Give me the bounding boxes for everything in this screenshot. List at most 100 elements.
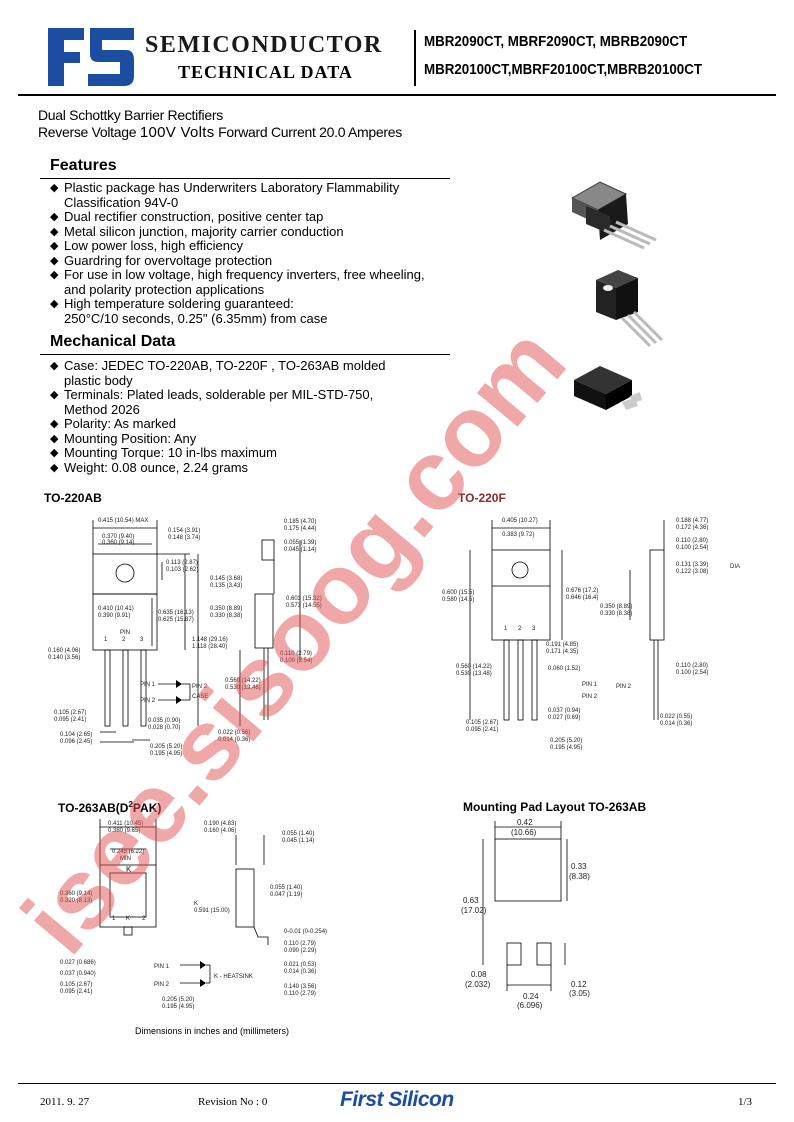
dim-label: 0.160 (4.06) bbox=[48, 648, 80, 654]
dim-label: 0.185 (4.70) bbox=[284, 519, 316, 525]
bullet-diamond-icon: ◆ bbox=[50, 461, 59, 474]
footer-page-number: 1/3 bbox=[738, 1096, 753, 1108]
dim-label: (17.02) bbox=[461, 906, 487, 915]
footer-date: 2011. 9. 27 bbox=[40, 1096, 90, 1108]
dim-label: 0.095 (2.41) bbox=[60, 989, 92, 995]
dim-label: 0.603 (15.32) bbox=[286, 596, 322, 602]
dim-label: 0.014 (0.36) bbox=[218, 737, 250, 743]
list-item: ◆Terminals: Plated leads, solderable per… bbox=[50, 387, 374, 402]
dim-label: 0.350 (8.89) bbox=[600, 604, 632, 610]
dim-label: 0.110 (2.79) bbox=[284, 991, 316, 997]
reverse-voltage-value: 100V Volts bbox=[139, 124, 215, 141]
heatsink-label: K - HEATSINK bbox=[214, 974, 253, 980]
dim-label: 0.100 (2.54) bbox=[676, 545, 708, 551]
bullet-diamond-icon: ◆ bbox=[50, 211, 59, 223]
dim-label: 0.188 (4.77) bbox=[676, 518, 708, 524]
pin-number-2: 2 bbox=[142, 916, 146, 922]
to220f-drawing: 0.405 (10.27) 0.383 (9.72) 0.188 (4.77) … bbox=[442, 518, 740, 751]
list-item: ◆Weight: 0.08 ounce, 2.24 grams bbox=[50, 459, 249, 475]
dim-label: 0.148 (3.74) bbox=[168, 535, 200, 541]
dim-label: (6.096) bbox=[517, 1001, 543, 1010]
dim-label: 0.390 (9.91) bbox=[98, 613, 130, 619]
dim-label: 0.122 (3.08) bbox=[676, 569, 708, 575]
dim-label: 0.635 (16.13) bbox=[158, 610, 194, 616]
dim-label: 0.105 (2.67) bbox=[54, 710, 86, 716]
dim-label: 0.021 (0.53) bbox=[284, 962, 316, 968]
to220ab-label: TO-220AB bbox=[44, 491, 102, 505]
dim-label: 0.191 (4.85) bbox=[546, 642, 578, 648]
pin-number-2: 2 bbox=[122, 637, 126, 643]
mechanical-list: ◆Case: JEDEC TO-220AB, TO-220F , TO-263A… bbox=[50, 358, 386, 475]
pin-label: PIN 2 bbox=[616, 684, 632, 690]
features-list: ◆Plastic package has Underwriters Labora… bbox=[50, 180, 425, 326]
list-item: Classification 94V-0 bbox=[64, 194, 179, 210]
bullet-diamond-icon: ◆ bbox=[50, 254, 59, 267]
dim-label: 0.037 (0.940) bbox=[60, 971, 96, 977]
dim-label: MIN bbox=[120, 856, 131, 862]
pin-label: PIN bbox=[120, 630, 130, 636]
footer-revision: Revision No : 0 bbox=[198, 1096, 268, 1108]
dim-label: 0.014 (0.36) bbox=[660, 721, 692, 727]
list-item: ◆Polarity: As marked bbox=[50, 416, 176, 431]
dim-label: 0.380 (9.65) bbox=[108, 828, 140, 834]
list-item: ◆Low power loss, high efficiency bbox=[50, 238, 243, 253]
dim-label: 0.095 (2.41) bbox=[466, 727, 498, 733]
dim-label: 0.055 (1.39) bbox=[284, 540, 316, 546]
part-numbers-line1: MBR2090CT, MBRF2090CT, MBRB2090CT bbox=[424, 34, 688, 50]
bullet-diamond-icon: ◆ bbox=[50, 240, 59, 252]
dim-label: 0.022 (0.55) bbox=[660, 714, 692, 720]
to263-drawing: 0.411 (10.45) 0.380 (9.65) 0.190 (4.83) … bbox=[60, 819, 327, 1010]
dim-label: (2.032) bbox=[465, 980, 491, 989]
dim-label: 0.100 (2.54) bbox=[676, 670, 708, 676]
list-item: ◆Case: JEDEC TO-220AB, TO-220F , TO-263A… bbox=[50, 358, 386, 373]
description-line2: Reverse Voltage 100V Volts Forward Curre… bbox=[38, 124, 402, 141]
pad-layout-drawing: 0.42 (10.66) 0.33 (8.38) 0.63 (17.02) 0.… bbox=[461, 818, 590, 1010]
bullet-diamond-icon: ◆ bbox=[50, 389, 59, 401]
dim-label: 0.205 (5.20) bbox=[550, 738, 582, 744]
dim-label: 0.028 (0.70) bbox=[148, 725, 180, 731]
dim-label: 0.330 (8.38) bbox=[210, 613, 242, 619]
dim-label: 0.383 (9.72) bbox=[502, 532, 534, 538]
pin-label: PIN 2 bbox=[140, 698, 156, 704]
dim-label: 0.195 (4.95) bbox=[550, 745, 582, 751]
to220f-label: TO-220F bbox=[458, 491, 506, 505]
dim-label: 0.027 (0.69) bbox=[548, 715, 580, 721]
pin-label: PIN 2 bbox=[154, 982, 170, 988]
dim-label: 0.105 (2.67) bbox=[466, 720, 498, 726]
dim-label: 0.410 (10.41) bbox=[98, 606, 134, 612]
dim-label: 0.24 bbox=[523, 992, 539, 1001]
pad-layout-label: Mounting Pad Layout TO-263AB bbox=[463, 800, 647, 814]
bullet-diamond-icon: ◆ bbox=[50, 360, 59, 372]
dim-label: 0.195 (4.95) bbox=[162, 1004, 194, 1010]
pin-label: PIN 2 bbox=[192, 684, 208, 690]
bullet-diamond-icon: ◆ bbox=[50, 432, 59, 445]
dim-label: (8.38) bbox=[569, 872, 590, 881]
header-divider bbox=[414, 30, 416, 86]
dim-label: 0.105 (2.67) bbox=[60, 982, 92, 988]
dim-label: 0.045 (1.14) bbox=[282, 838, 314, 844]
dim-label: 0.096 (2.45) bbox=[60, 739, 92, 745]
forward-current-label: Forward Current 20.0 Amperes bbox=[214, 124, 402, 140]
mechanical-rule bbox=[40, 354, 450, 355]
dia-label: DIA bbox=[730, 564, 740, 570]
dim-label: 0.175 (4.44) bbox=[284, 526, 316, 532]
dim-label: 0.145 (3.68) bbox=[210, 576, 242, 582]
dim-label: 0.035 (0.90) bbox=[148, 718, 180, 724]
dim-label: 0.12 bbox=[571, 980, 587, 989]
dim-label: 0.08 bbox=[471, 970, 487, 979]
dim-label: 0.591 (15.00) bbox=[194, 908, 230, 914]
dim-label: 0.095 (2.41) bbox=[54, 717, 86, 723]
pin-number-1: 1 bbox=[504, 626, 508, 632]
dim-label: 0.140 (3.56) bbox=[284, 984, 316, 990]
list-item: ◆Plastic package has Underwriters Labora… bbox=[50, 180, 400, 195]
dim-label: 0-0.01 (0-0.254) bbox=[284, 929, 327, 935]
pin-label: K bbox=[126, 916, 130, 922]
dim-label: 0.646 (16.4) bbox=[566, 595, 598, 601]
dim-label: 0.63 bbox=[463, 896, 479, 905]
bullet-diamond-icon: ◆ bbox=[50, 269, 59, 281]
dim-label: 0.104 (2.65) bbox=[60, 732, 92, 738]
list-item: ◆Guardring for overvoltage protection bbox=[50, 252, 273, 268]
header-subtitle: TECHNICAL DATA bbox=[178, 62, 353, 82]
list-item: ◆Mounting Torque: 10 in-lbs maximum bbox=[50, 445, 277, 460]
dim-label: 0.330 (8.38) bbox=[600, 611, 632, 617]
